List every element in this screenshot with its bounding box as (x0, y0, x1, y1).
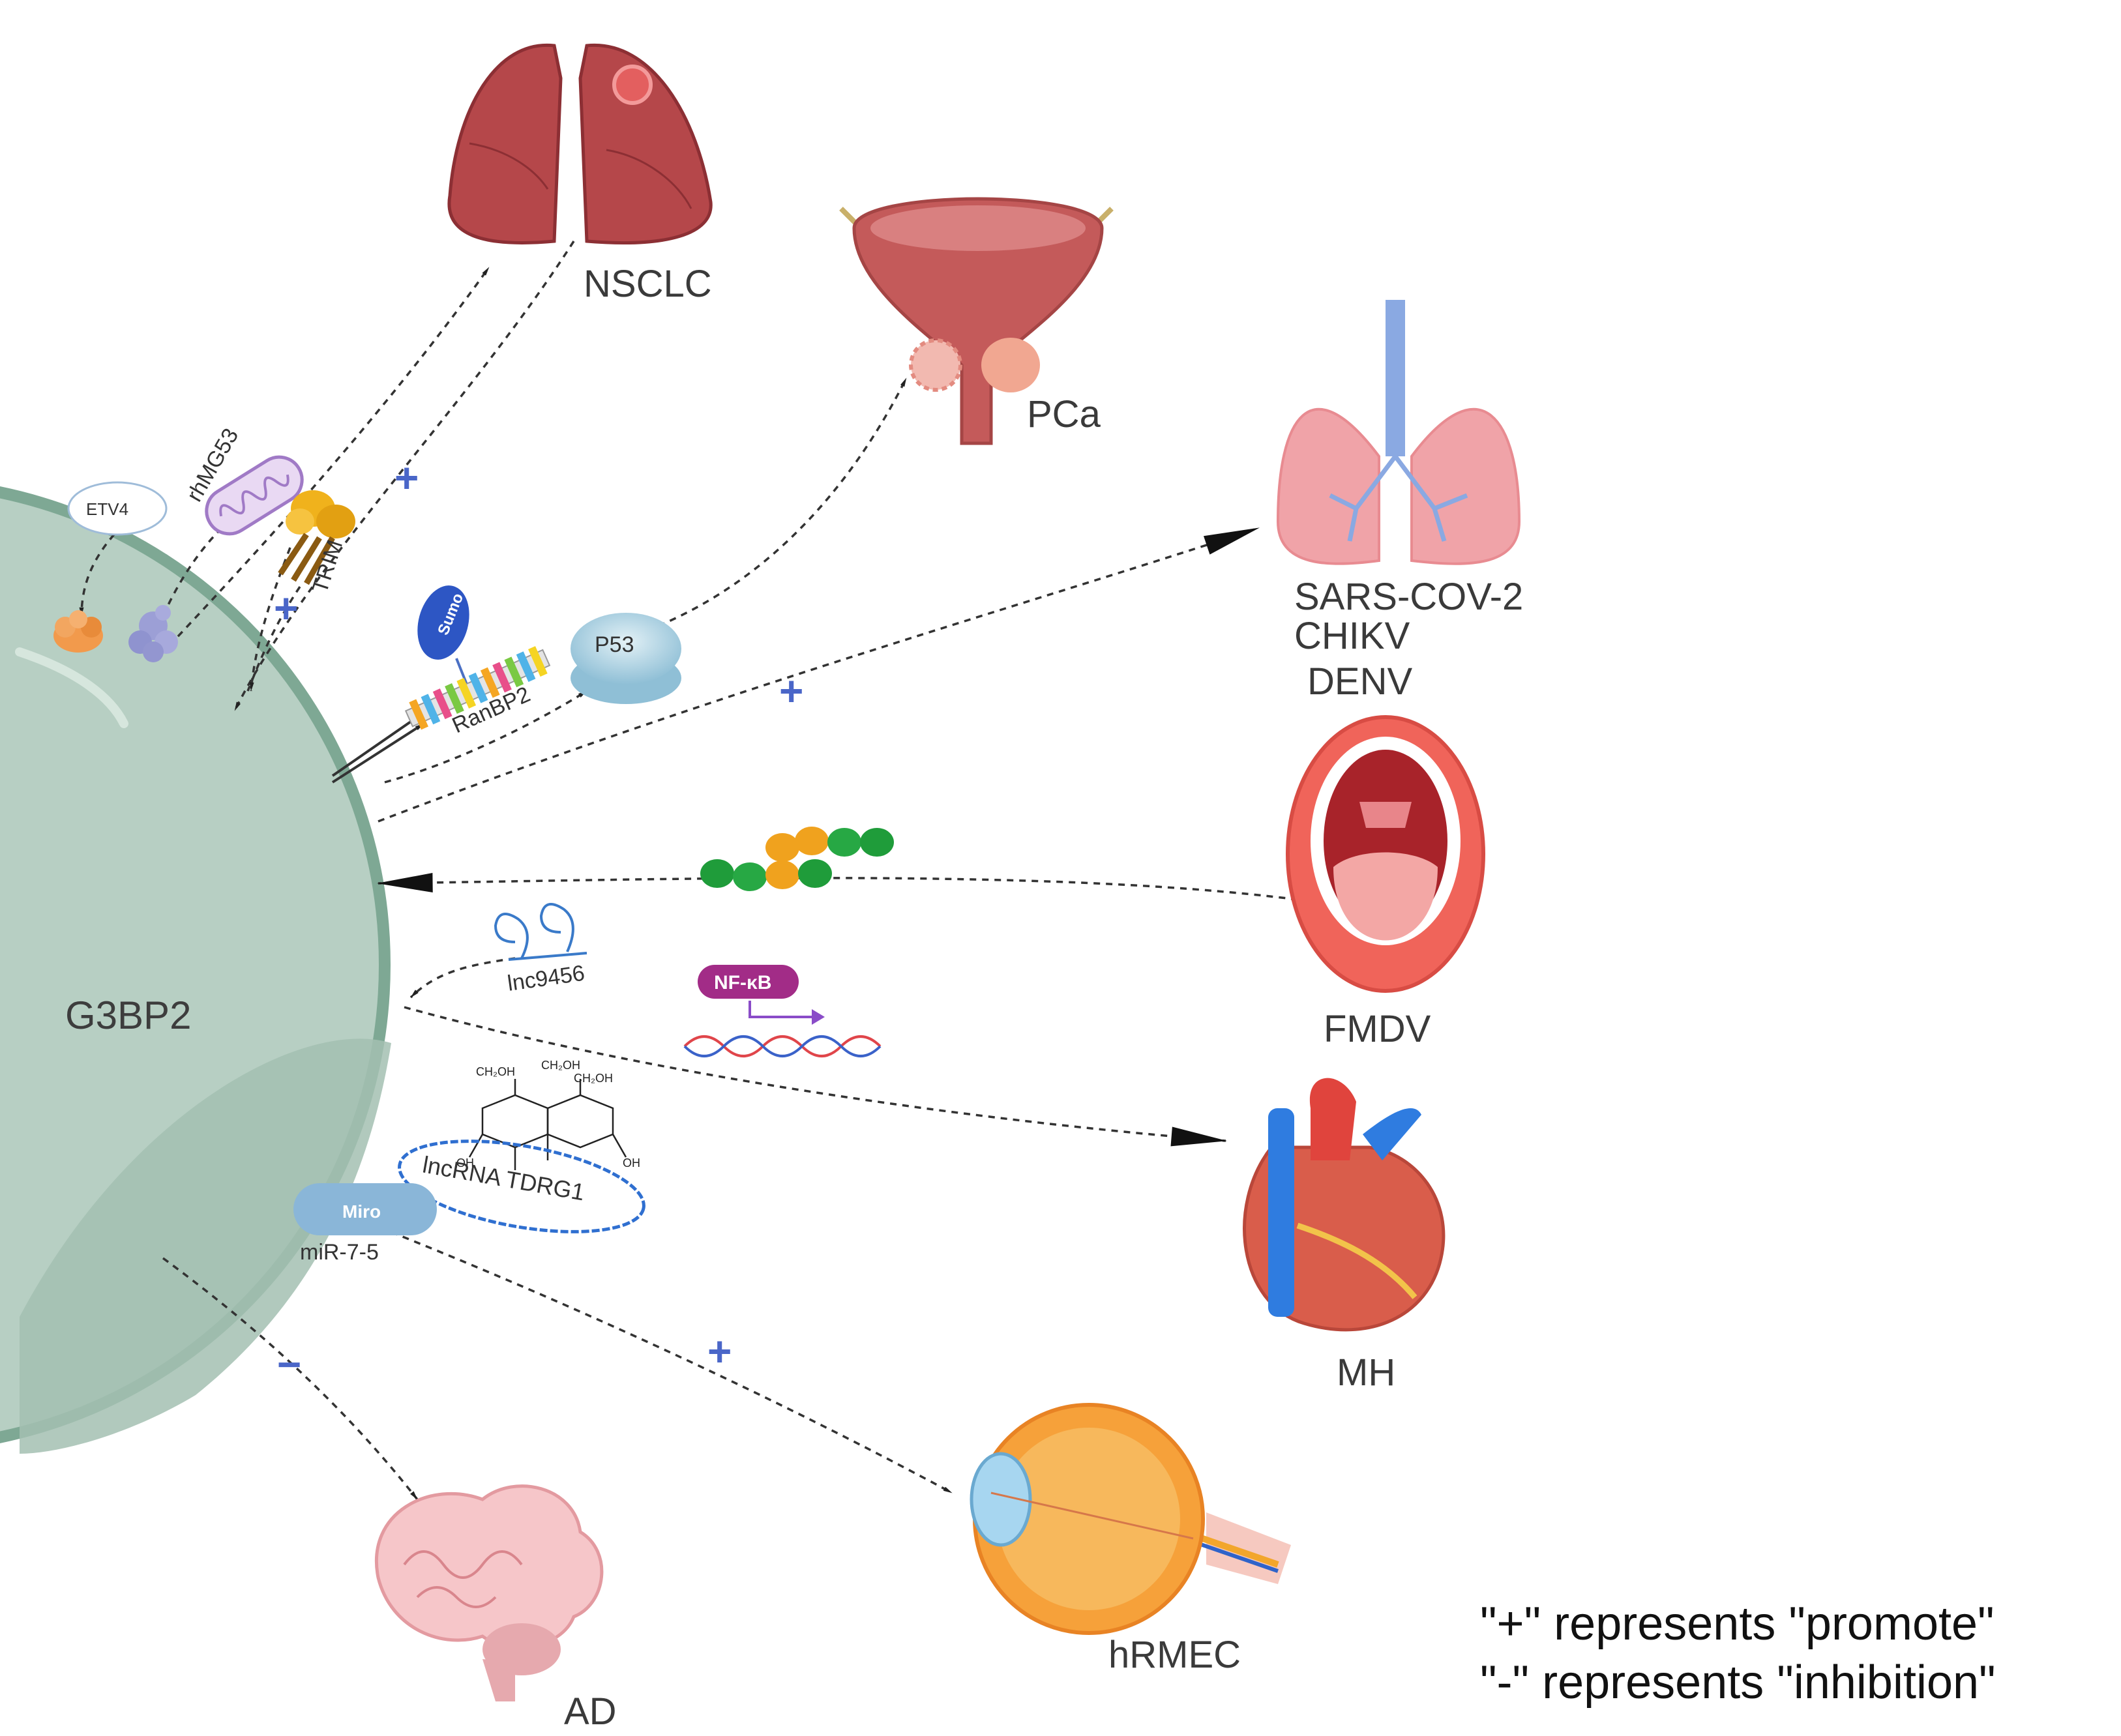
mir75-label: miR-7-5 (300, 1240, 379, 1265)
hrmec-eye-icon (970, 1403, 1291, 1635)
lncrna-tdrg1-ellipse: lncRNA TDRG1 (398, 1140, 645, 1233)
ad-brain-icon (375, 1484, 604, 1701)
viral-lung-icon (1276, 300, 1521, 565)
fmdv-mouth-icon (1286, 715, 1485, 993)
mh-label: MH (1337, 1351, 1395, 1394)
miro-label: Miro (342, 1201, 381, 1222)
pca-bladder-icon (839, 197, 1114, 445)
legend: "+" represents "promote" "-" represents … (1480, 1598, 1996, 1709)
ch2oh-label-1: CH₂OH (476, 1065, 515, 1078)
purple-protein-icon (128, 605, 178, 662)
rhmg53-mitochondrion-icon (205, 455, 304, 536)
etv4-molecule: ETV4 (67, 481, 168, 536)
lnc9456-label: lnc9456 (506, 961, 586, 996)
virus-label-denv: DENV (1307, 660, 1412, 703)
glycoside-structure-icon (468, 1079, 627, 1170)
viral-protein-chain-icon (700, 827, 894, 891)
ranbp2-protein-icon (404, 646, 551, 730)
ch2oh-label-2: CH₂OH (541, 1059, 580, 1072)
orange-protein-icon (53, 610, 103, 653)
hrmec-label: hRMEC (1108, 1634, 1241, 1676)
oh-label-1: OH (456, 1156, 474, 1170)
lnc9456-rna-icon (494, 903, 587, 961)
p53-label: P53 (595, 632, 634, 657)
nsclc-lung-icon (447, 43, 713, 244)
lncrna-tdrg1-label: lncRNA TDRG1 (421, 1151, 587, 1206)
legend-promote: "+" represents "promote" (1480, 1598, 1995, 1650)
plus-sign-nsclc: + (394, 454, 419, 501)
sumo-icon: Sumo (417, 585, 471, 692)
mh-heart-icon (1243, 1078, 1446, 1332)
ad-label: AD (564, 1690, 617, 1733)
plus-sign-virus: + (779, 668, 803, 714)
g3bp2-cell (0, 486, 391, 1454)
p53-protein-icon: P53 (571, 613, 681, 704)
connectors (79, 241, 1298, 1501)
miro-protein-icon: Miro (293, 1183, 437, 1235)
g3bp2-label: G3BP2 (65, 993, 191, 1037)
virus-label-chikv: CHIKV (1294, 615, 1410, 657)
minus-sign-ad: − (277, 1341, 301, 1388)
pca-label: PCa (1027, 393, 1101, 435)
trim-receptor-icon (278, 490, 355, 585)
plus-sign-hrmec: + (707, 1328, 732, 1375)
ch2oh-label-3: CH₂OH (574, 1072, 613, 1085)
virus-label-sars: SARS-COV-2 (1294, 576, 1523, 618)
plus-sign-trim: + (274, 585, 298, 632)
nfkb-label: NF-κB (714, 972, 771, 993)
nfkb-transcription-icon: NF-κB (683, 965, 882, 1057)
fmdv-label: FMDV (1324, 1008, 1431, 1050)
nsclc-label: NSCLC (584, 263, 712, 305)
oh-label-2: OH (623, 1156, 640, 1170)
etv4-label: ETV4 (86, 499, 128, 519)
legend-inhibition: "-" represents "inhibition" (1480, 1656, 1996, 1709)
